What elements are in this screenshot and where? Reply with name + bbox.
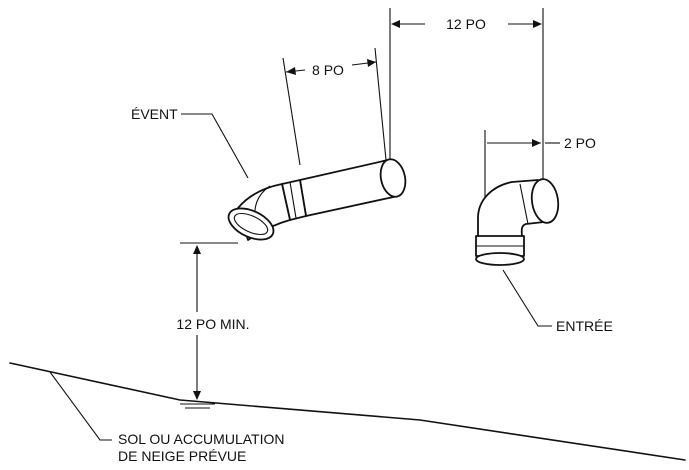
ground-label-line2: DE NEIGE PRÉVUE xyxy=(118,448,246,464)
intake-label-group: ENTRÉE xyxy=(502,269,613,334)
intake-offset-dimension: 2 PO xyxy=(484,130,596,220)
pipe-length-label: 8 PO xyxy=(312,62,344,78)
ground-line xyxy=(9,362,686,461)
ground-label-group: SOL OU ACCUMULATION DE NEIGE PRÉVUE xyxy=(49,371,284,464)
spacing-label: 12 PO xyxy=(446,16,486,32)
ground-label-line1: SOL OU ACCUMULATION xyxy=(118,431,284,447)
intake-label: ENTRÉE xyxy=(556,318,613,334)
vent-label-group: ÉVENT xyxy=(131,106,249,179)
intake-pipe xyxy=(475,178,560,266)
pipe-length-dimension: 8 PO xyxy=(282,47,387,166)
vent-pipe xyxy=(227,158,407,241)
spacing-dimension: 12 PO xyxy=(389,8,544,180)
intake-offset-label: 2 PO xyxy=(564,135,596,151)
min-height-dimension: 12 PO MIN. xyxy=(176,242,250,400)
min-height-label: 12 PO MIN. xyxy=(176,316,249,332)
vent-label: ÉVENT xyxy=(131,106,178,122)
